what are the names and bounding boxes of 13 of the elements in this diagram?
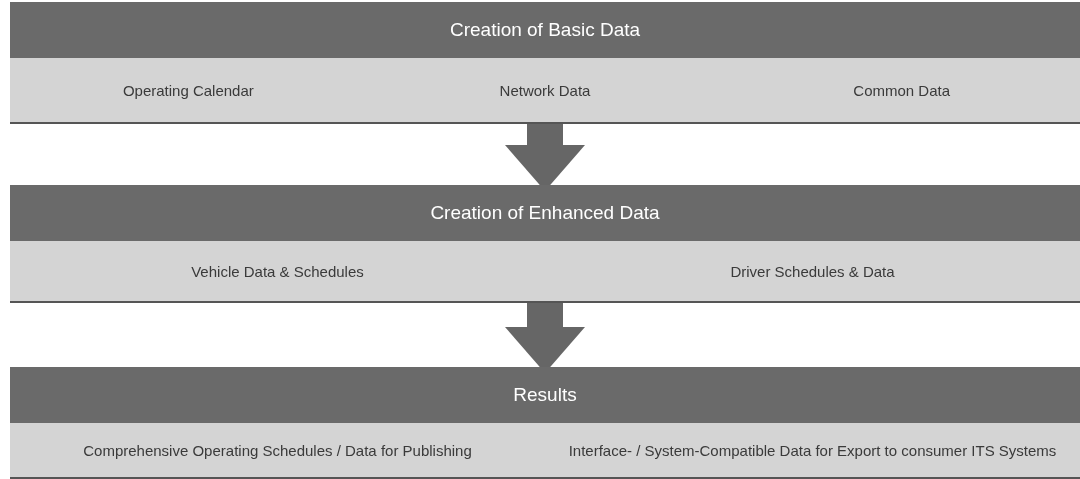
stage-panel xyxy=(10,367,1080,479)
stage-panel xyxy=(10,185,1080,303)
stage-heading: Creation of Basic Data xyxy=(10,2,1080,58)
stage-item: Comprehensive Operating Schedules / Data for Publishing xyxy=(10,442,545,460)
stage-item: Interface- / System-Compatible Data for Export to consumer ITS Systems xyxy=(545,442,1080,460)
stage-item: Network Data xyxy=(366,82,724,100)
stage-item: Common Data xyxy=(723,82,1080,100)
stage-item: Vehicle Data & Schedules xyxy=(10,263,545,281)
stage-item: Driver Schedules & Data xyxy=(545,263,1080,281)
stage-panel xyxy=(10,2,1080,124)
stage-item: Operating Calendar xyxy=(10,82,367,100)
stage-heading: Results xyxy=(10,367,1080,423)
stage-heading: Creation of Enhanced Data xyxy=(10,185,1080,241)
